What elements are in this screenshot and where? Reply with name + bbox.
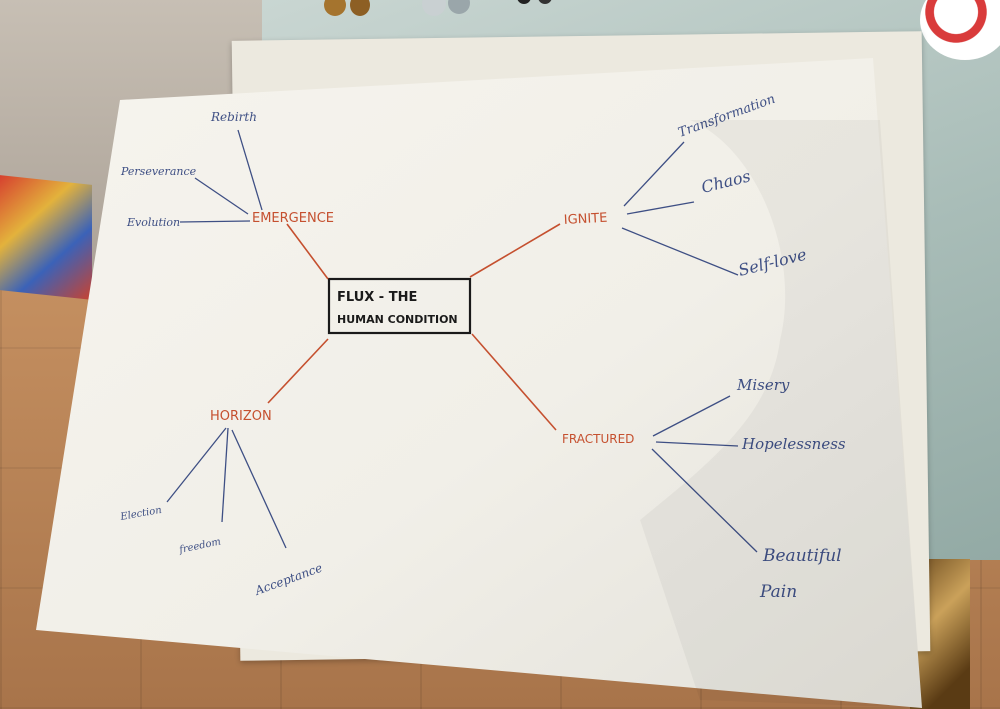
leaf-rebirth: Rebirth (210, 110, 257, 124)
center-title-line2: HUMAN CONDITION (337, 313, 458, 326)
branch-horizon: HORIZON (210, 409, 272, 424)
paper-sheet (36, 58, 922, 708)
leaf-line-rebirth (237, 129, 263, 211)
branch-emergence: EMERGENCE (252, 211, 334, 226)
leaf-line-self-love (621, 227, 739, 276)
leaf-line-freedom (221, 427, 229, 523)
leaf-hopelessness: Hopelessness (741, 435, 846, 453)
leaf-beautiful: Beautiful (762, 546, 842, 566)
leaf-evolution: Evolution (126, 216, 180, 229)
connector-emergence (286, 223, 329, 280)
leaf-perseverance: Perseverance (120, 165, 197, 178)
center-title-line1: FLUX - THE (337, 290, 417, 305)
branch-connectors (267, 223, 561, 431)
connector-ignite (469, 223, 561, 278)
leaf-line-perseverance (194, 177, 249, 215)
leaf-line-acceptance (231, 429, 287, 549)
branch-fractured: FRACTURED (562, 432, 634, 446)
leaf-line-transformation (623, 141, 685, 207)
branch-labels: EMERGENCE IGNITE HORIZON FRACTURED (210, 211, 634, 446)
leaf-line-beautiful-pain (651, 448, 758, 553)
leaf-pain: Pain (759, 582, 797, 602)
leaf-line-chaos (626, 201, 695, 215)
leaf-line-election (166, 427, 227, 503)
leaf-line-misery (652, 395, 731, 437)
leaf-connectors (166, 129, 758, 553)
leaf-line-evolution (179, 220, 251, 223)
leaf-line-hopelessness (655, 441, 739, 447)
leaf-misery: Misery (736, 376, 790, 394)
connector-horizon (267, 338, 329, 404)
branch-ignite: IGNITE (563, 211, 607, 228)
connector-fractured (471, 333, 557, 431)
photo-shadow (640, 120, 922, 708)
center-box (327, 277, 472, 335)
